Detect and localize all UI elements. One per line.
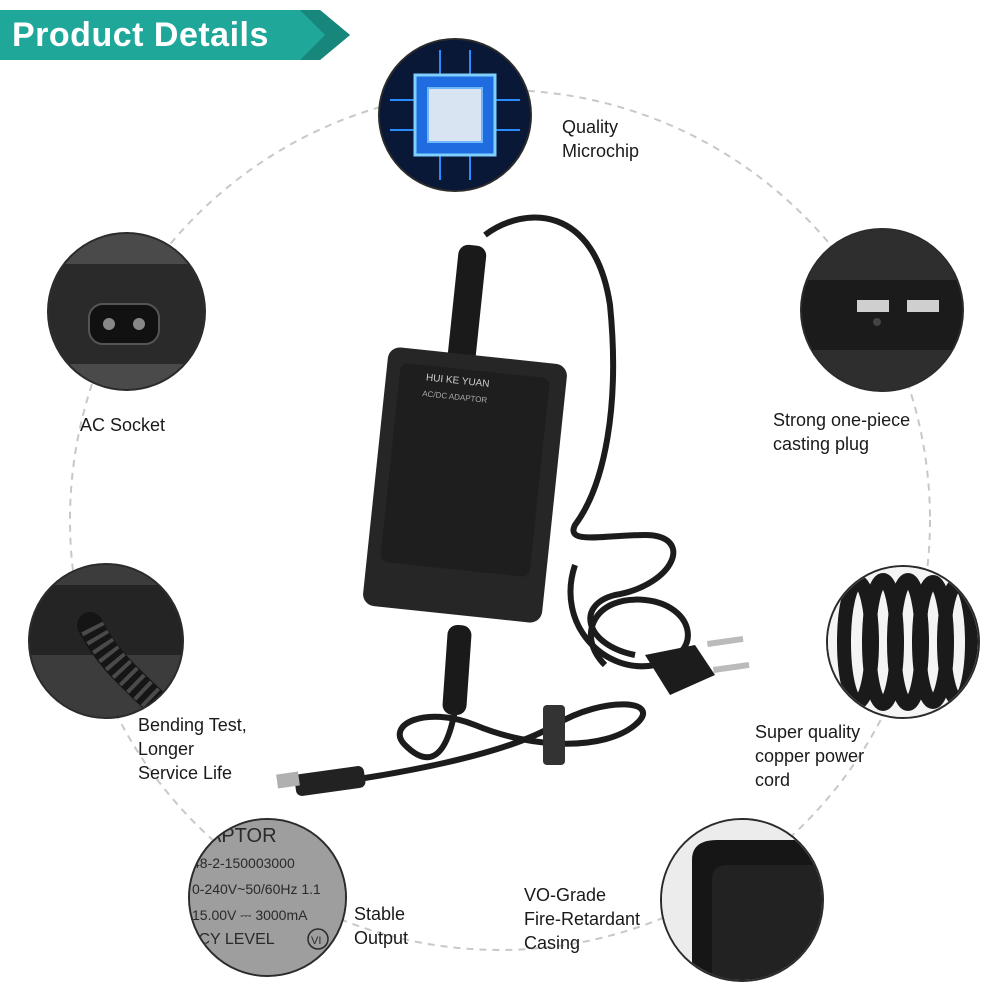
rating-plate-icon: APTOR 48-2-150003000 0-240V~50/60Hz 1.1 … <box>190 820 345 975</box>
rating-line-4: 15.00V ⎓ 3000mA <box>192 907 308 923</box>
rating-line-5: ICY LEVEL <box>194 931 275 948</box>
rating-line-2: 48-2-150003000 <box>192 855 295 871</box>
stable-output-label: Stable Output <box>354 904 409 948</box>
banner-ribbon <box>0 10 350 60</box>
casing-bubble <box>660 818 824 982</box>
adapter-product-image: HUI KE YUAN AC/DC ADAPTOR <box>276 214 750 796</box>
casting-plug-label: Strong one-piece casting plug <box>773 410 911 454</box>
coiled-cord-icon <box>828 567 978 717</box>
bending-test-bubble <box>28 563 184 719</box>
rating-label-bubble: APTOR 48-2-150003000 0-240V~50/60Hz 1.1 … <box>188 818 347 977</box>
microchip-bubble <box>378 38 532 192</box>
microchip-icon <box>380 40 530 190</box>
rating-line-3: 0-240V~50/60Hz 1.1 <box>192 881 321 897</box>
wall-plug <box>645 635 750 695</box>
casting-plug-bubble <box>800 228 964 392</box>
adapter-body <box>363 347 567 623</box>
microchip-label: Quality Microchip <box>562 117 640 161</box>
ac-socket-label: AC Socket <box>80 415 166 435</box>
copper-cord-bubble <box>826 565 980 719</box>
casing-corner-icon <box>662 820 822 980</box>
casing-label: VO-Grade Fire-Retardant Casing <box>524 885 641 953</box>
ac-socket-icon <box>49 234 204 389</box>
plug-prongs-icon <box>802 230 962 390</box>
rating-level-mark: VI <box>311 935 321 947</box>
rating-line-1: APTOR <box>208 825 277 847</box>
strain-relief-icon <box>30 565 182 717</box>
cable-tie <box>543 705 565 765</box>
bending-test-label: Bending Test, Longer Service Life <box>138 715 247 783</box>
page-title: Product Details <box>12 16 269 54</box>
header-banner: Product Details <box>0 10 350 60</box>
copper-cord-label: Super quality copper power cord <box>755 722 865 790</box>
dc-connector <box>276 766 366 796</box>
ac-socket-bubble <box>47 232 206 391</box>
